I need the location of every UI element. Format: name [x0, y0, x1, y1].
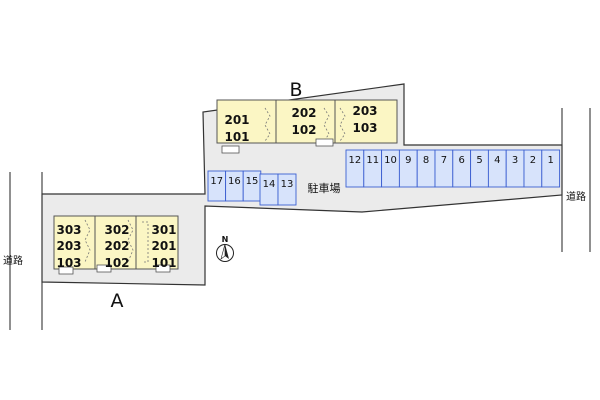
- unit-label: 203: [352, 104, 377, 118]
- parking-space-number: 4: [494, 155, 500, 166]
- unit-label: 202: [291, 106, 316, 120]
- unit-label: 203: [56, 239, 81, 253]
- parking-space-number: 5: [476, 155, 482, 166]
- unit-label: 202: [104, 239, 129, 253]
- unit-label: 201: [151, 239, 176, 253]
- parking-space-number: 7: [441, 155, 447, 166]
- parking-space-number: 8: [423, 155, 429, 166]
- building-a-label: A: [111, 290, 124, 312]
- entry-step: [221, 145, 240, 154]
- parking-space-number: 13: [281, 179, 294, 190]
- parking-space-number: 17: [210, 176, 223, 187]
- parking-space-number: 11: [366, 155, 379, 166]
- unit-label: 303: [56, 223, 81, 237]
- parking-space-number: 3: [512, 155, 518, 166]
- parking-space-number: 10: [384, 155, 397, 166]
- road-label-right: 道路: [566, 190, 586, 203]
- unit-label: 102: [104, 256, 129, 270]
- parking-space-number: 14: [263, 179, 276, 190]
- parking-space-number: 9: [405, 155, 411, 166]
- building-a: 303 203 103 302 202 102 301 201 101: [53, 215, 179, 275]
- parking-space-number: 15: [246, 176, 259, 187]
- building-b-label: B: [289, 79, 302, 101]
- entry-step: [315, 138, 334, 147]
- unit-label: 103: [352, 121, 377, 135]
- unit-label: 201: [224, 113, 249, 127]
- unit-label: 101: [224, 130, 249, 144]
- entry-step: [58, 266, 74, 275]
- unit-label: 301: [151, 223, 176, 237]
- parking-space: [541, 149, 561, 188]
- north-label: N: [222, 235, 229, 244]
- unit-label: 302: [104, 223, 129, 237]
- parking-area-label: 駐車場: [308, 181, 341, 195]
- parking-space-number: 16: [228, 176, 241, 187]
- parking-space-number: 6: [459, 155, 465, 166]
- road-left: [9, 172, 43, 330]
- parking-space-number: 2: [530, 155, 536, 166]
- road-right: [561, 108, 591, 252]
- building-b-footprint: [216, 99, 398, 144]
- unit-label: 101: [151, 256, 176, 270]
- building-b: 201 101 202 102 203 103: [216, 99, 398, 154]
- north-arrow-icon: [216, 243, 234, 262]
- parking-space: [277, 173, 297, 206]
- parking-row-left: 17 16 15 14 13: [207, 170, 297, 206]
- parking-space-number: 12: [349, 155, 362, 166]
- unit-label: 102: [291, 123, 316, 137]
- entry-step: [96, 264, 112, 273]
- parking-space-number: 1: [548, 155, 554, 166]
- entry-step: [155, 264, 171, 273]
- unit-label: 103: [56, 256, 81, 270]
- building-a-footprint: [53, 215, 179, 270]
- road-label-left: 道路: [3, 254, 23, 267]
